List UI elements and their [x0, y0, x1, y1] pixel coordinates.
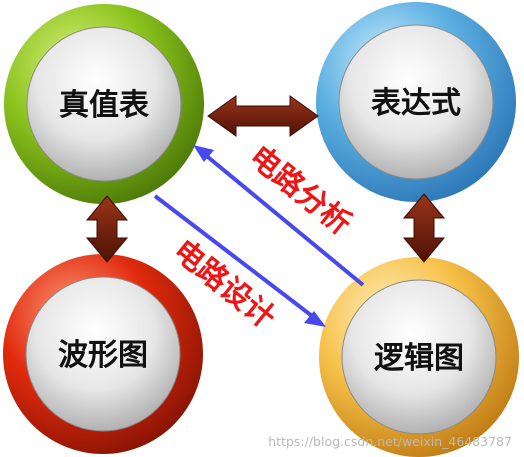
- node-expression: 表达式: [316, 2, 516, 202]
- double-arrow-truth-table-expression: [207, 95, 319, 137]
- node-logic-diagram: 逻辑图: [319, 257, 519, 457]
- node-label-truth-table: 真值表: [59, 88, 149, 123]
- node-truth-table: 真值表: [4, 4, 204, 204]
- watermark-text: https://blog.csdn.net/weixin_46483787: [268, 434, 512, 449]
- arrow-circuit-design: [153, 194, 326, 327]
- node-waveform: 波形图: [3, 254, 203, 454]
- double-arrow-expression-logic-diagram: [402, 193, 446, 263]
- node-label-expression: 表达式: [371, 86, 461, 121]
- node-label-logic-diagram: 逻辑图: [374, 341, 464, 376]
- node-label-waveform: 波形图: [58, 338, 148, 373]
- double-arrow-truth-table-waveform: [85, 195, 129, 263]
- arrow-circuit-analysis: [193, 145, 365, 287]
